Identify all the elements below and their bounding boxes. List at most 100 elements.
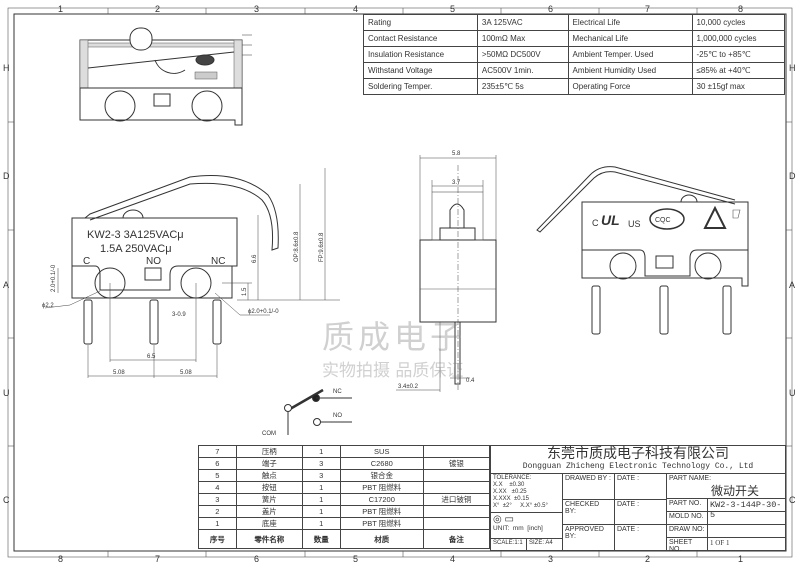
dim-plunger: 3.7: [452, 180, 461, 186]
bom-cell: 簧片: [235, 493, 303, 506]
grid-row-a-right: A: [789, 280, 795, 290]
grid-col-1: 1: [58, 4, 63, 14]
bom-cell: 镀银: [422, 457, 491, 470]
company-name-en: Dongguan Zhicheng Electronic Technology …: [522, 462, 754, 471]
bom-cell: 2: [198, 505, 237, 518]
bom-cell: 进口铍铜: [422, 493, 491, 506]
mold-no-value: [707, 511, 786, 525]
bom-cell: 3: [301, 457, 341, 470]
spec-value: 1,000,000 cycles: [691, 30, 786, 47]
right-view: [536, 166, 749, 335]
bom-cell: SUS: [339, 445, 424, 458]
dim-pin-offset: 3.4±0.2: [398, 384, 419, 390]
grid-col-7: 7: [645, 4, 650, 14]
spec-value: 30 ±15gf max: [691, 78, 786, 95]
bom-cell: 4: [198, 481, 237, 494]
grid-col-3: 3: [254, 4, 259, 14]
cert-c-label: C: [592, 218, 599, 228]
dim-width: 5.8: [452, 151, 461, 157]
spec-value: -25℃ to +85℃: [691, 46, 786, 63]
section-view: [79, 27, 252, 126]
dim-pin-thickness: 0.4: [466, 378, 475, 384]
bom-cell: 1: [198, 517, 237, 530]
bom-cell: 银合金: [339, 469, 424, 482]
dim-pitch-left: 5.08: [113, 370, 125, 376]
spec-label: Rating: [363, 14, 478, 31]
bom-header: 备注: [422, 529, 491, 549]
tolerance-block: TOLERANCE: X.X ±0.30 X.XX ±0.25 X.XXX ±0…: [490, 473, 563, 513]
grid-row-u-right: U: [789, 388, 796, 398]
approved-by-label: APPROVED BY:: [562, 524, 615, 551]
company-header: 东莞市质成电子科技有限公司 Dongguan Zhicheng Electron…: [491, 446, 785, 474]
bom-cell: [422, 517, 491, 530]
bom-cell: 6: [198, 457, 237, 470]
bom-cell: PBT 阻燃料: [339, 517, 424, 530]
spec-value: 100mΩ Max: [476, 30, 569, 47]
bom-cell: [422, 505, 491, 518]
spec-label: Ambient Temper. Used: [567, 46, 693, 63]
right-view-labels: C UL US CQC: [592, 212, 671, 229]
ul-logo: UL: [601, 212, 620, 228]
size-label: SIZE: A4: [526, 538, 563, 551]
dim-hole-height: 2.0+0.1/-0: [51, 264, 57, 292]
tolerance-xxx: X.XXX ±0.15: [493, 496, 529, 502]
mold-no-label: MOLD NO.: [666, 511, 708, 525]
bom-header: 零件名称: [235, 529, 303, 549]
grid-col-5: 5: [450, 4, 455, 14]
date-label: DATE :: [614, 524, 667, 551]
part-no-label: PART NO.: [666, 498, 708, 512]
sheet-outer-border: [7, 7, 793, 558]
spec-label: Insulation Resistance: [363, 46, 478, 63]
bom-cell: 5: [198, 469, 237, 482]
bom-cell: [422, 481, 491, 494]
schematic-nc: NC: [333, 389, 342, 395]
sheet-no-value: 1 OF 1: [707, 537, 786, 551]
dim-free-position: FP:9.6±0.8: [319, 232, 325, 262]
bom-cell: 1: [301, 445, 341, 458]
sheet-no-label: SHEET NO.: [666, 537, 708, 553]
grid-row-h-right: H: [789, 63, 796, 73]
part-name-value: 微动开关: [711, 484, 760, 498]
company-name-cn: 东莞市质成电子科技有限公司: [547, 446, 729, 462]
spec-value: AC500V 1min.: [476, 62, 569, 79]
grid-col-bottom-6: 6: [254, 554, 259, 564]
dim-hole-left: ϕ2.2: [42, 303, 54, 309]
projection-block: ◎ ▭ UNIT: mm [inch]: [490, 512, 563, 539]
bom-cell: PBT 阻燃料: [339, 505, 424, 518]
bom-cell: PBT 阻燃料: [339, 481, 424, 494]
grid-col-bottom-7: 7: [155, 554, 160, 564]
grid-col-bottom-2: 2: [645, 554, 650, 564]
bom-cell: 1: [301, 505, 341, 518]
bom-cell: 底座: [235, 517, 303, 530]
bom-cell: 7: [198, 445, 237, 458]
date-label: DATE :: [614, 473, 667, 500]
projection-symbol-icon: ◎ ▭: [493, 514, 514, 525]
bom-cell: 3: [301, 469, 341, 482]
checked-by-label: CHECKED BY:: [562, 499, 615, 525]
bom-header: 数量: [301, 529, 341, 549]
spec-label: Withstand Voltage: [363, 62, 478, 79]
spec-label: Operating Force: [567, 78, 693, 95]
title-block: 东莞市质成电子科技有限公司 Dongguan Zhicheng Electron…: [490, 445, 786, 553]
grid-col-bottom-5: 5: [353, 554, 358, 564]
terminal-c-label: C: [83, 256, 90, 267]
grid-col-bottom-3: 3: [548, 554, 553, 564]
spec-label: Ambient Humidity Used: [567, 62, 693, 79]
cqc-logo: CQC: [655, 217, 671, 224]
spec-label: Mechanical Life: [567, 30, 693, 47]
cert-us-label: US: [628, 219, 641, 229]
draw-no-label: DRAW NO:: [666, 524, 708, 538]
tolerance-angle: X° ±2° X.X° ±0.5°: [493, 503, 548, 509]
unit-label: UNIT: mm [inch]: [493, 525, 543, 532]
grid-ticks: [8, 8, 792, 557]
grid-col-6: 6: [548, 4, 553, 14]
marking-line-1: KW2-3 3A125VACμ: [87, 229, 184, 241]
